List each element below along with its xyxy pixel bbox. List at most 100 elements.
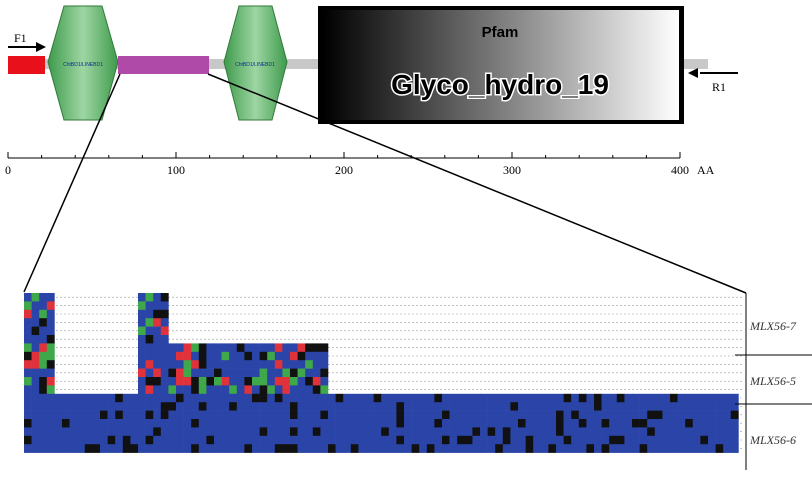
alignment-cell <box>259 444 268 453</box>
alignment-cell <box>358 435 367 445</box>
alignment-cell <box>115 402 124 411</box>
alignment-cell <box>677 410 686 420</box>
alignment-cell <box>556 419 564 428</box>
alignment-cell <box>419 410 428 420</box>
alignment-cell <box>183 377 192 386</box>
alignment-cell <box>46 410 55 420</box>
alignment-cell <box>31 351 40 361</box>
alignment-cell <box>160 360 169 369</box>
alignment-cell <box>616 419 625 428</box>
alignment-cell <box>654 410 663 420</box>
alignment-cell <box>54 419 63 428</box>
alignment-cell <box>229 360 238 369</box>
alignment-cell <box>198 368 207 378</box>
alignment-cell <box>46 309 55 319</box>
alignment-cell <box>328 393 336 403</box>
alignment-cell <box>700 393 709 403</box>
alignment-cell <box>69 444 78 453</box>
alignment-cell <box>214 360 222 369</box>
alignment-cell <box>267 402 276 411</box>
alignment-cell <box>540 393 549 403</box>
alignment-cell <box>578 435 587 445</box>
alignment-cell <box>39 326 48 336</box>
alignment-cell <box>145 385 154 395</box>
alignment-cell <box>290 435 298 445</box>
alignment-cell <box>198 402 207 411</box>
alignment-cell <box>160 368 169 378</box>
alignment-row <box>24 385 744 395</box>
alignment-cell <box>229 444 238 453</box>
alignment-cell <box>297 377 306 386</box>
alignment-cell <box>464 435 473 445</box>
alignment-cell <box>267 343 276 353</box>
alignment-cell <box>358 419 367 428</box>
alignment-cell <box>244 385 253 395</box>
alignment-cell <box>176 360 184 369</box>
alignment-cell <box>290 410 298 420</box>
alignment-cell <box>214 385 222 395</box>
alignment-cell <box>198 360 207 369</box>
alignment-cell <box>282 360 291 369</box>
alignment-cell <box>39 293 48 302</box>
alignment-cell <box>145 309 154 319</box>
alignment-cell <box>39 435 48 445</box>
alignment-cell <box>191 419 200 428</box>
alignment-cell <box>343 419 352 428</box>
alignment-cell <box>654 393 663 403</box>
alignment-cell <box>138 360 146 369</box>
alignment-cell <box>320 435 329 445</box>
alignment-cell <box>320 393 329 403</box>
alignment-cell <box>297 385 306 395</box>
alignment-cell <box>639 427 648 437</box>
alignment-cell <box>84 435 93 445</box>
alignment-cell <box>358 393 367 403</box>
alignment-cell <box>145 351 154 361</box>
alignment-cell <box>609 427 618 437</box>
aa-scale-axis: 0 100 200 300 400 AA <box>5 152 715 177</box>
alignment-cell <box>464 419 473 428</box>
alignment-cell <box>153 351 162 361</box>
alignment-cell <box>176 377 184 386</box>
alignment-cell <box>639 435 648 445</box>
axis-unit: AA <box>697 163 715 177</box>
alignment-cell <box>274 435 283 445</box>
alignment-cell <box>373 444 382 453</box>
alignment-cell <box>670 393 678 403</box>
alignment-cell <box>677 435 686 445</box>
alignment-cell <box>46 435 55 445</box>
alignment-cell <box>715 419 724 428</box>
alignment-cell <box>609 410 618 420</box>
alignment-cell <box>601 402 610 411</box>
alignment-cell <box>145 293 154 302</box>
alignment-cell <box>290 402 298 411</box>
alignment-cell <box>259 360 268 369</box>
alignment-cell <box>495 410 504 420</box>
alignment-cell <box>244 419 253 428</box>
alignment-cell <box>138 326 146 336</box>
alignment-cell <box>723 393 732 403</box>
alignment-cell <box>191 402 200 411</box>
alignment-cell <box>115 410 124 420</box>
alignment-cell <box>138 402 146 411</box>
alignment-cell <box>343 427 352 437</box>
alignment-cell <box>138 419 146 428</box>
alignment-cell <box>472 435 481 445</box>
alignment-row <box>24 293 744 302</box>
alignment-cell <box>533 444 542 453</box>
alignment-cell <box>404 444 412 453</box>
alignment-cell <box>548 393 557 403</box>
alignment-cell <box>556 435 564 445</box>
alignment-cell <box>692 393 701 403</box>
alignment-cell <box>183 351 192 361</box>
alignment-cell <box>77 419 86 428</box>
alignment-cell <box>548 444 557 453</box>
alignment-cell <box>594 393 602 403</box>
alignment-cell <box>46 335 55 344</box>
alignment-cell <box>708 393 716 403</box>
alignment-cell <box>396 402 405 411</box>
alignment-cell <box>601 419 610 428</box>
alignment-cell <box>685 435 694 445</box>
alignment-cell <box>404 435 412 445</box>
alignment-cell <box>130 444 139 453</box>
alignment-cell <box>510 419 519 428</box>
